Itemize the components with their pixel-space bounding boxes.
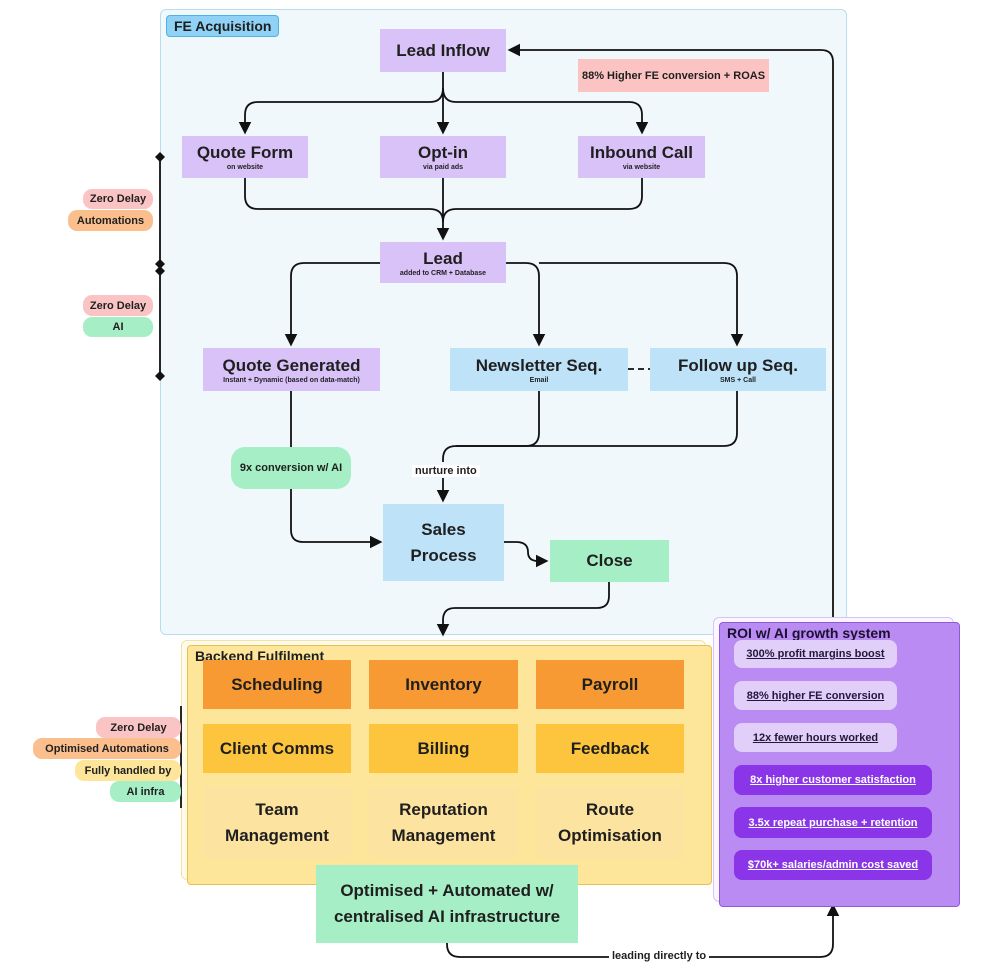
- side-pill-optimised-automations: Optimised Automations: [33, 738, 181, 759]
- tile-feedback-text: Feedback: [570, 738, 650, 758]
- fe-conversion-note: 88% Higher FE conversion + ROAS: [578, 59, 769, 92]
- fe-conversion-note-text: 88% Higher FE conversion + ROAS: [581, 69, 766, 82]
- roi-item-customer-satisfaction: 8x higher customer satisfaction: [734, 765, 932, 795]
- side-pill-zero-delay-2: Zero Delay: [83, 295, 153, 316]
- sales-process-line2: Process: [410, 545, 477, 565]
- tile-billing-text: Billing: [417, 738, 470, 758]
- lead-inflow-node: Lead Inflow: [380, 29, 506, 72]
- close-node: Close: [550, 540, 669, 582]
- wire-ai-sales: [290, 489, 383, 549]
- wire-inflow-inbound-call: [442, 87, 649, 135]
- quote-form-title: Quote Form: [196, 143, 294, 162]
- tile-feedback: Feedback: [536, 724, 684, 773]
- lead-node: Lead added to CRM + Database: [380, 242, 506, 283]
- quote-form-node: Quote Form on website: [182, 136, 308, 178]
- wire-lead-newsletter: [506, 262, 546, 347]
- inbound-call-title: Inbound Call: [590, 143, 693, 162]
- lead-inflow-title: Lead Inflow: [396, 40, 490, 60]
- follow-up-seq-sub: SMS + Call: [720, 376, 756, 384]
- newsletter-seq-node: Newsletter Seq. Email: [450, 348, 628, 391]
- tile-team-management-line2: Management: [225, 825, 329, 845]
- tile-client-comms: Client Comms: [203, 724, 351, 773]
- lead-title: Lead: [423, 248, 463, 268]
- nurture-label: nurture into: [412, 465, 480, 477]
- quote-generated-node: Quote Generated Instant + Dynamic (based…: [203, 348, 380, 391]
- roi-item-fewer-hours: 12x fewer hours worked: [734, 723, 897, 752]
- opt-in-node: Opt-in via paid ads: [380, 136, 506, 178]
- tile-scheduling: Scheduling: [203, 660, 351, 709]
- leading-directly-label: leading directly to: [609, 950, 710, 962]
- tile-route-optimisation-line2: Optimisation: [558, 825, 662, 845]
- follow-up-seq-title: Follow up Seq.: [678, 355, 798, 375]
- wire-inbound-call-lead: [442, 178, 643, 223]
- lead-sub: added to CRM + Database: [399, 269, 487, 277]
- tile-route-optimisation-line1: Route: [585, 799, 635, 819]
- side-pill-fully-handled: Fully handled by: [75, 760, 181, 781]
- wire-quote-form-lead: [244, 178, 444, 223]
- wire-sales-close: [504, 541, 549, 568]
- tile-payroll-text: Payroll: [581, 674, 639, 694]
- inbound-call-sub: via website: [622, 164, 661, 171]
- inbound-call-node: Inbound Call via website: [578, 136, 705, 178]
- quote-form-sub: on website: [226, 164, 264, 171]
- roi-item-fe-conversion: 88% higher FE conversion: [734, 681, 897, 710]
- tile-client-comms-text: Client Comms: [219, 738, 335, 758]
- wire-lead-follow-up: [539, 262, 744, 347]
- side-pill-zero-delay-1: Zero Delay: [83, 189, 153, 209]
- tile-team-management: Team Management: [203, 787, 351, 858]
- quote-generated-sub: Instant + Dynamic (based on data-match): [223, 376, 360, 384]
- opt-in-sub: via paid ads: [422, 164, 464, 171]
- tile-scheduling-text: Scheduling: [231, 674, 323, 694]
- wire-lead-quote-generated: [284, 262, 380, 347]
- ai-conversion-text: 9x conversion w/ AI: [239, 462, 343, 474]
- wire-inflow-quote-form: [238, 87, 444, 135]
- side-pill-zero-delay-3: Zero Delay: [96, 717, 181, 738]
- roi-item-repeat-purchase: 3.5x repeat purchase + retention: [734, 807, 932, 838]
- central-ai-infra-line1: Optimised + Automated w/: [340, 881, 554, 900]
- bracket-marker: [155, 259, 165, 269]
- opt-in-title: Opt-in: [417, 143, 469, 162]
- wire-newsletter-nurture: [442, 391, 540, 462]
- bracket-marker: [155, 371, 165, 381]
- tile-billing: Billing: [369, 724, 518, 773]
- tile-inventory: Inventory: [369, 660, 518, 709]
- quote-generated-title: Quote Generated: [222, 355, 361, 375]
- sales-process-node: Sales Process: [383, 504, 504, 581]
- newsletter-seq-sub: Email: [529, 376, 549, 384]
- wire-close-backend: [436, 582, 610, 637]
- roi-item-cost-saved: $70k+ salaries/admin cost saved: [734, 850, 932, 880]
- tile-route-optimisation: Route Optimisation: [536, 787, 684, 858]
- tile-reputation-management-line2: Management: [391, 825, 496, 845]
- wire-roi-lead-inflow: [507, 43, 834, 617]
- central-ai-infra-line2: centralised AI infrastructure: [333, 907, 561, 926]
- newsletter-seq-title: Newsletter Seq.: [475, 355, 603, 375]
- tile-inventory-text: Inventory: [405, 674, 482, 694]
- side-pill-ai: AI: [83, 317, 153, 337]
- fe-acquisition-tag: FE Acquisition: [166, 15, 280, 37]
- bracket-marker: [155, 152, 165, 162]
- roi-item-profit-margins: 300% profit margins boost: [734, 640, 897, 668]
- tile-reputation-management-line1: Reputation: [399, 799, 488, 819]
- side-pill-ai-infra: AI infra: [110, 781, 181, 802]
- close-title: Close: [586, 551, 633, 570]
- bracket-marker: [155, 266, 165, 276]
- follow-up-seq-node: Follow up Seq. SMS + Call: [650, 348, 826, 391]
- tile-reputation-management: Reputation Management: [369, 787, 518, 858]
- ai-conversion-node: 9x conversion w/ AI: [231, 447, 351, 489]
- central-ai-infra-node: Optimised + Automated w/ centralised AI …: [316, 865, 578, 943]
- side-pill-automations: Automations: [68, 210, 153, 231]
- tile-payroll: Payroll: [536, 660, 684, 709]
- sales-process-line1: Sales: [421, 519, 466, 539]
- tile-team-management-line1: Team: [255, 799, 299, 819]
- wire-follow-up-nurture: [456, 391, 738, 447]
